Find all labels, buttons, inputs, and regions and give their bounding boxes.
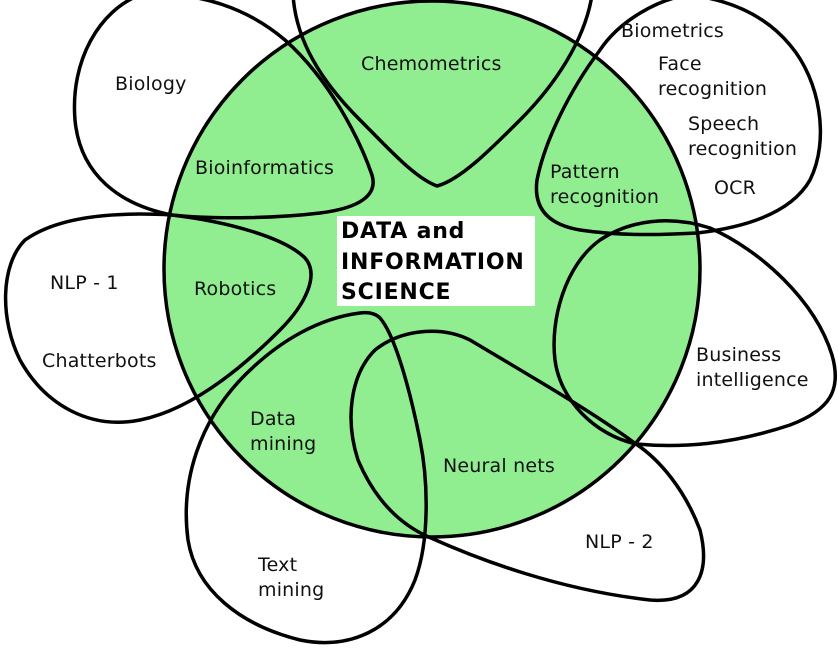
label-biometrics: Biometrics xyxy=(621,20,725,42)
nlp2-petal xyxy=(349,329,706,602)
nlp1-petal xyxy=(3,212,313,424)
business-intelligence-petal xyxy=(552,219,837,448)
label-robotics: Robotics xyxy=(194,278,277,300)
label-text-mining-line-2: mining xyxy=(258,579,325,601)
label-speech-recognition-line-2: recognition xyxy=(688,138,798,160)
label-face-recognition-line-1: Face xyxy=(658,53,702,75)
label-nlp-1: NLP - 1 xyxy=(50,272,119,294)
label-bioinformatics: Bioinformatics xyxy=(195,157,335,179)
label-biology: Biology xyxy=(115,73,187,95)
label-ocr: OCR xyxy=(714,177,757,199)
label-business-intelligence: Business intelligence xyxy=(696,343,809,393)
label-data-mining-line-1: Data xyxy=(250,408,297,430)
chemometrics-petal xyxy=(291,0,593,188)
label-chemometrics: Chemometrics xyxy=(361,53,502,75)
label-business-intelligence-line-2: intelligence xyxy=(696,369,809,391)
center-title-line-2: INFORMATION xyxy=(341,249,525,275)
label-pattern-recognition-line-1: Pattern xyxy=(550,161,620,183)
label-chatterbots: Chatterbots xyxy=(42,350,157,372)
label-neural-nets: Neural nets xyxy=(443,455,555,477)
text-mining-petal xyxy=(184,310,428,645)
label-business-intelligence-line-1: Business xyxy=(696,344,782,366)
label-data-mining-line-2: mining xyxy=(250,433,317,455)
label-face-recognition: Face recognition xyxy=(658,52,767,102)
center-title-line-1: DATA and xyxy=(341,219,466,244)
biology-petal xyxy=(72,0,375,220)
label-face-recognition-line-2: recognition xyxy=(658,78,768,100)
label-speech-recognition: Speech recognition xyxy=(688,112,797,162)
label-pattern-recognition-line-2: recognition xyxy=(550,186,660,208)
label-nlp-2: NLP - 2 xyxy=(585,531,654,553)
label-text-mining-line-1: Text xyxy=(258,554,298,576)
biometrics-petal xyxy=(534,0,823,237)
label-data-mining: Data mining xyxy=(250,407,316,457)
center-title-box xyxy=(337,216,535,306)
label-pattern-recognition: Pattern recognition xyxy=(550,160,659,210)
center-title: DATA and INFORMATION SCIENCE xyxy=(341,217,525,309)
center-title-line-3: SCIENCE xyxy=(341,280,452,305)
label-text-mining: Text mining xyxy=(258,553,324,603)
label-speech-recognition-line-1: Speech xyxy=(688,113,760,135)
